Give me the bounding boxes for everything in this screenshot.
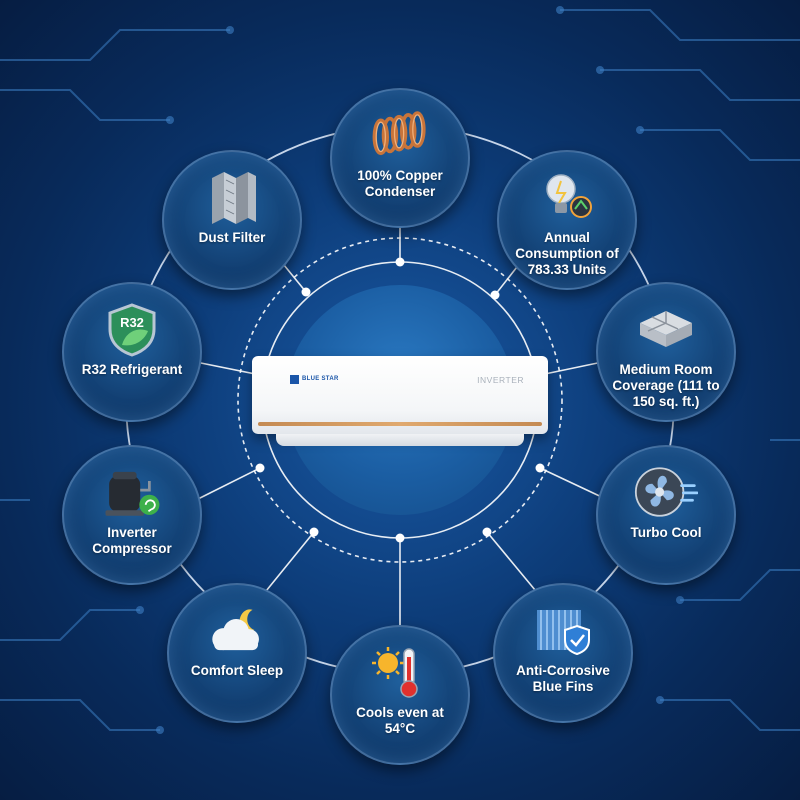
feature-turbo-cool: Turbo Cool	[596, 445, 736, 585]
feature-anti-corrosive-fins: Anti-Corrosive Blue Fins	[493, 583, 633, 723]
fins-shield-icon	[531, 601, 595, 659]
compressor-icon	[100, 463, 164, 521]
ac-model-text: INVERTER	[477, 375, 524, 385]
feature-comfort-sleep: Comfort Sleep	[167, 583, 307, 723]
feature-dust-filter: Dust Filter	[162, 150, 302, 290]
ac-copper-stripe	[258, 422, 542, 426]
ac-brand-text: BLUE STAR	[302, 376, 339, 382]
feature-label: Cools even at 54°C	[356, 705, 444, 736]
feature-label: Turbo Cool	[630, 525, 702, 540]
feature-annual-consumption: Annual Consumption of 783.33 Units	[497, 150, 637, 290]
cloud-moon-icon	[205, 601, 269, 659]
feature-room-coverage: Medium Room Coverage (111 to 150 sq. ft.…	[596, 282, 736, 422]
feature-cools-54c: Cools even at 54°C	[330, 625, 470, 765]
ac-body	[252, 356, 548, 434]
fan-wind-icon	[634, 463, 698, 521]
feature-label: Medium Room Coverage (111 to 150 sq. ft.…	[612, 362, 720, 409]
feature-label: Comfort Sleep	[190, 663, 284, 678]
ac-louver	[276, 434, 524, 446]
feature-label: Dust Filter	[198, 230, 266, 245]
copper-coil-icon	[368, 106, 432, 164]
circuit-lines	[0, 9, 800, 731]
feature-r32-refrigerant: R32 R32 Refrigerant	[62, 282, 202, 422]
thermometer-sun-icon	[368, 643, 432, 701]
feature-label: 100% Copper Condenser	[357, 168, 443, 199]
logo-mark-icon	[290, 374, 299, 384]
feature-copper-condenser: 100% Copper Condenser	[330, 88, 470, 228]
air-conditioner-unit: BLUE STAR INVERTER	[252, 356, 548, 448]
feature-label: Anti-Corrosive Blue Fins	[516, 663, 610, 694]
dust-filter-icon	[200, 168, 264, 226]
ac-logo: BLUE STAR	[290, 374, 339, 384]
feature-label: R32 Refrigerant	[81, 362, 183, 377]
r32-shield-icon: R32	[100, 300, 164, 358]
feature-label: Inverter Compressor	[92, 525, 172, 556]
feature-label: Annual Consumption of 783.33 Units	[515, 230, 619, 277]
room-floorplan-icon	[634, 300, 698, 358]
lightbulb-meter-icon	[535, 168, 599, 226]
r32-icon-text: R32	[120, 315, 144, 330]
feature-inverter-compressor: Inverter Compressor	[62, 445, 202, 585]
